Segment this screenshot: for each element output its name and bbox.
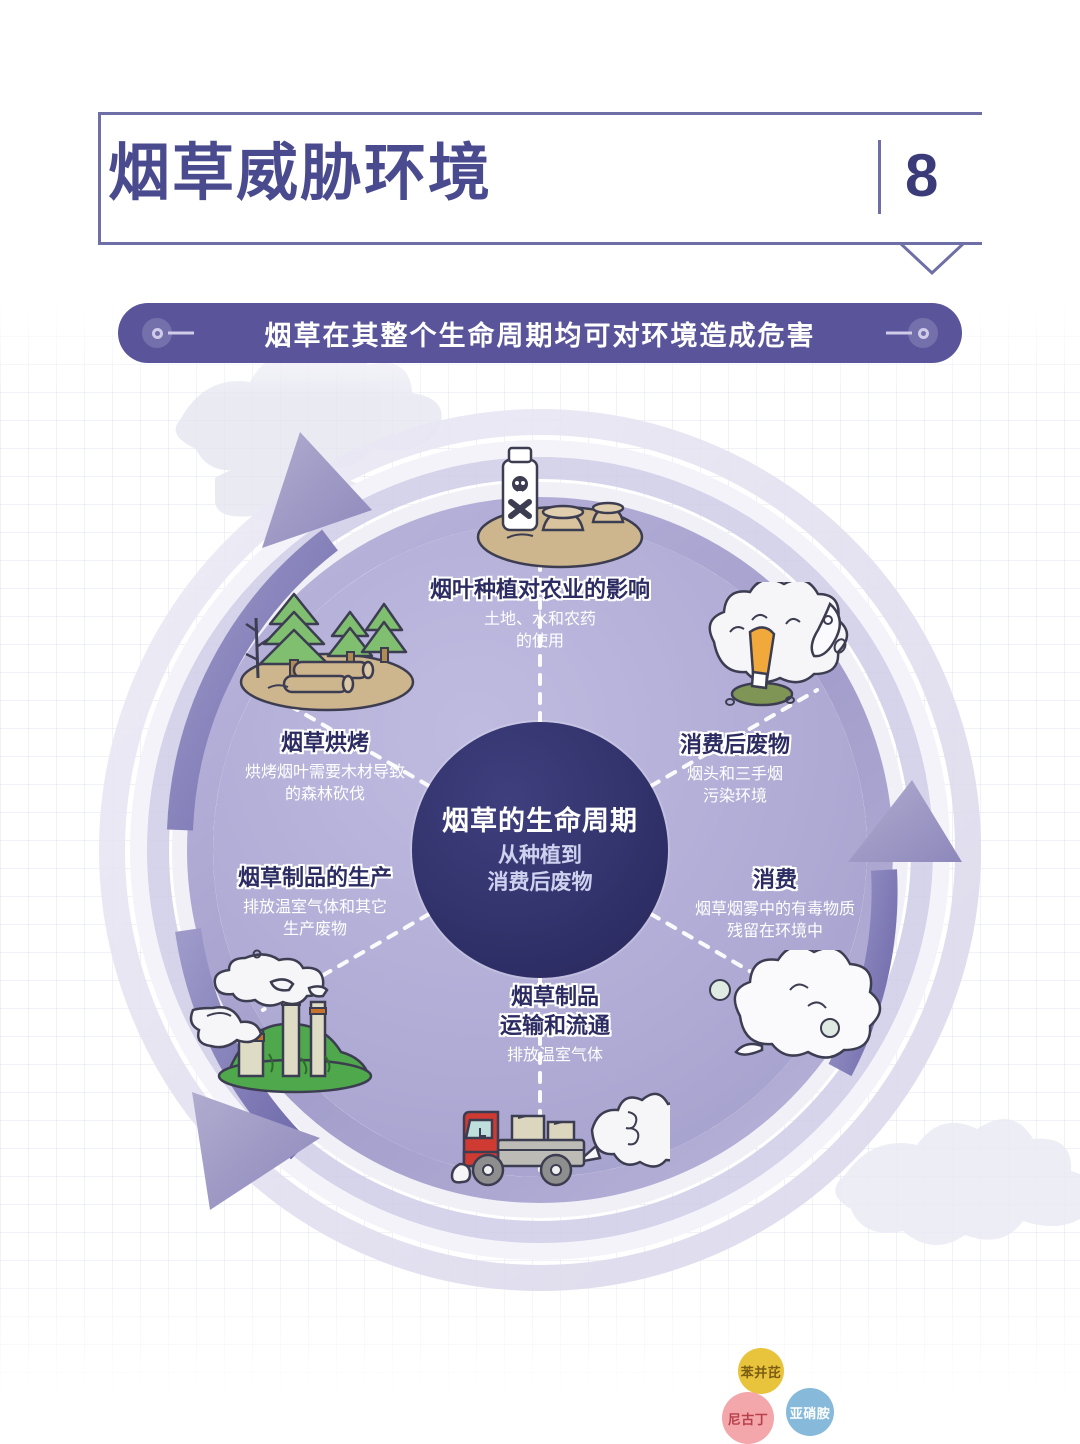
chevron-down-icon <box>898 242 966 276</box>
hub-title: 烟草的生命周期 <box>442 806 638 836</box>
segment-label-consumption: 消费 烟草烟雾中的有毒物质 残留在环境中 <box>694 867 855 940</box>
page-number-divider <box>878 140 881 214</box>
smoke-cloud-chemicals-illustration <box>700 945 890 1095</box>
delivery-truck-illustration <box>450 1078 694 1203</box>
chemical-bubble-nitrosamine: 亚硝胺 <box>786 1388 834 1436</box>
chemical-bubble-nicotine: 尼古丁 <box>722 1392 774 1444</box>
segment-label-farming: 烟叶种植对农业的影响 土地、水和农药 的使用 <box>429 577 650 650</box>
lifecycle-hub: 烟草的生命周期 从种植到 消费后废物 <box>412 722 668 978</box>
header-rule-bottom <box>98 242 982 245</box>
page-number: 8 <box>905 142 939 209</box>
chemical-bubble-benzopyrene: 苯并芘 <box>738 1348 784 1394</box>
factory-smokestacks-illustration <box>185 948 405 1113</box>
page-title: 烟草威胁环境 <box>108 139 493 208</box>
segment-label-curing: 烟草烘烤 烘烤烟叶需要木材导致 的森林砍伐 <box>244 730 405 803</box>
pesticide-bottle-and-stumps-illustration <box>465 442 655 577</box>
hub-subtitle: 从种植到 消费后废物 <box>487 844 593 894</box>
header-rule-top <box>98 112 982 115</box>
page-header: 烟草威胁环境 8 <box>0 0 1080 300</box>
lifecycle-wheel: 苯并芘 尼古丁 亚硝胺 烟叶种植对农业的影响 土地、水和农药 的使用 消费后废物… <box>0 370 1080 1444</box>
header-rule-left <box>98 112 101 245</box>
circle-dot-icon-right <box>886 318 938 348</box>
circle-dot-icon-left <box>142 318 194 348</box>
cigarette-butt-smoke-illustration <box>690 578 870 717</box>
banner-text: 烟草在其整个生命周期均可对环境造成危害 <box>264 320 816 351</box>
banner: 烟草在其整个生命周期均可对环境造成危害 <box>118 303 962 363</box>
segment-label-transport: 烟草制品 运输和流通 排放温室气体 <box>499 984 610 1064</box>
